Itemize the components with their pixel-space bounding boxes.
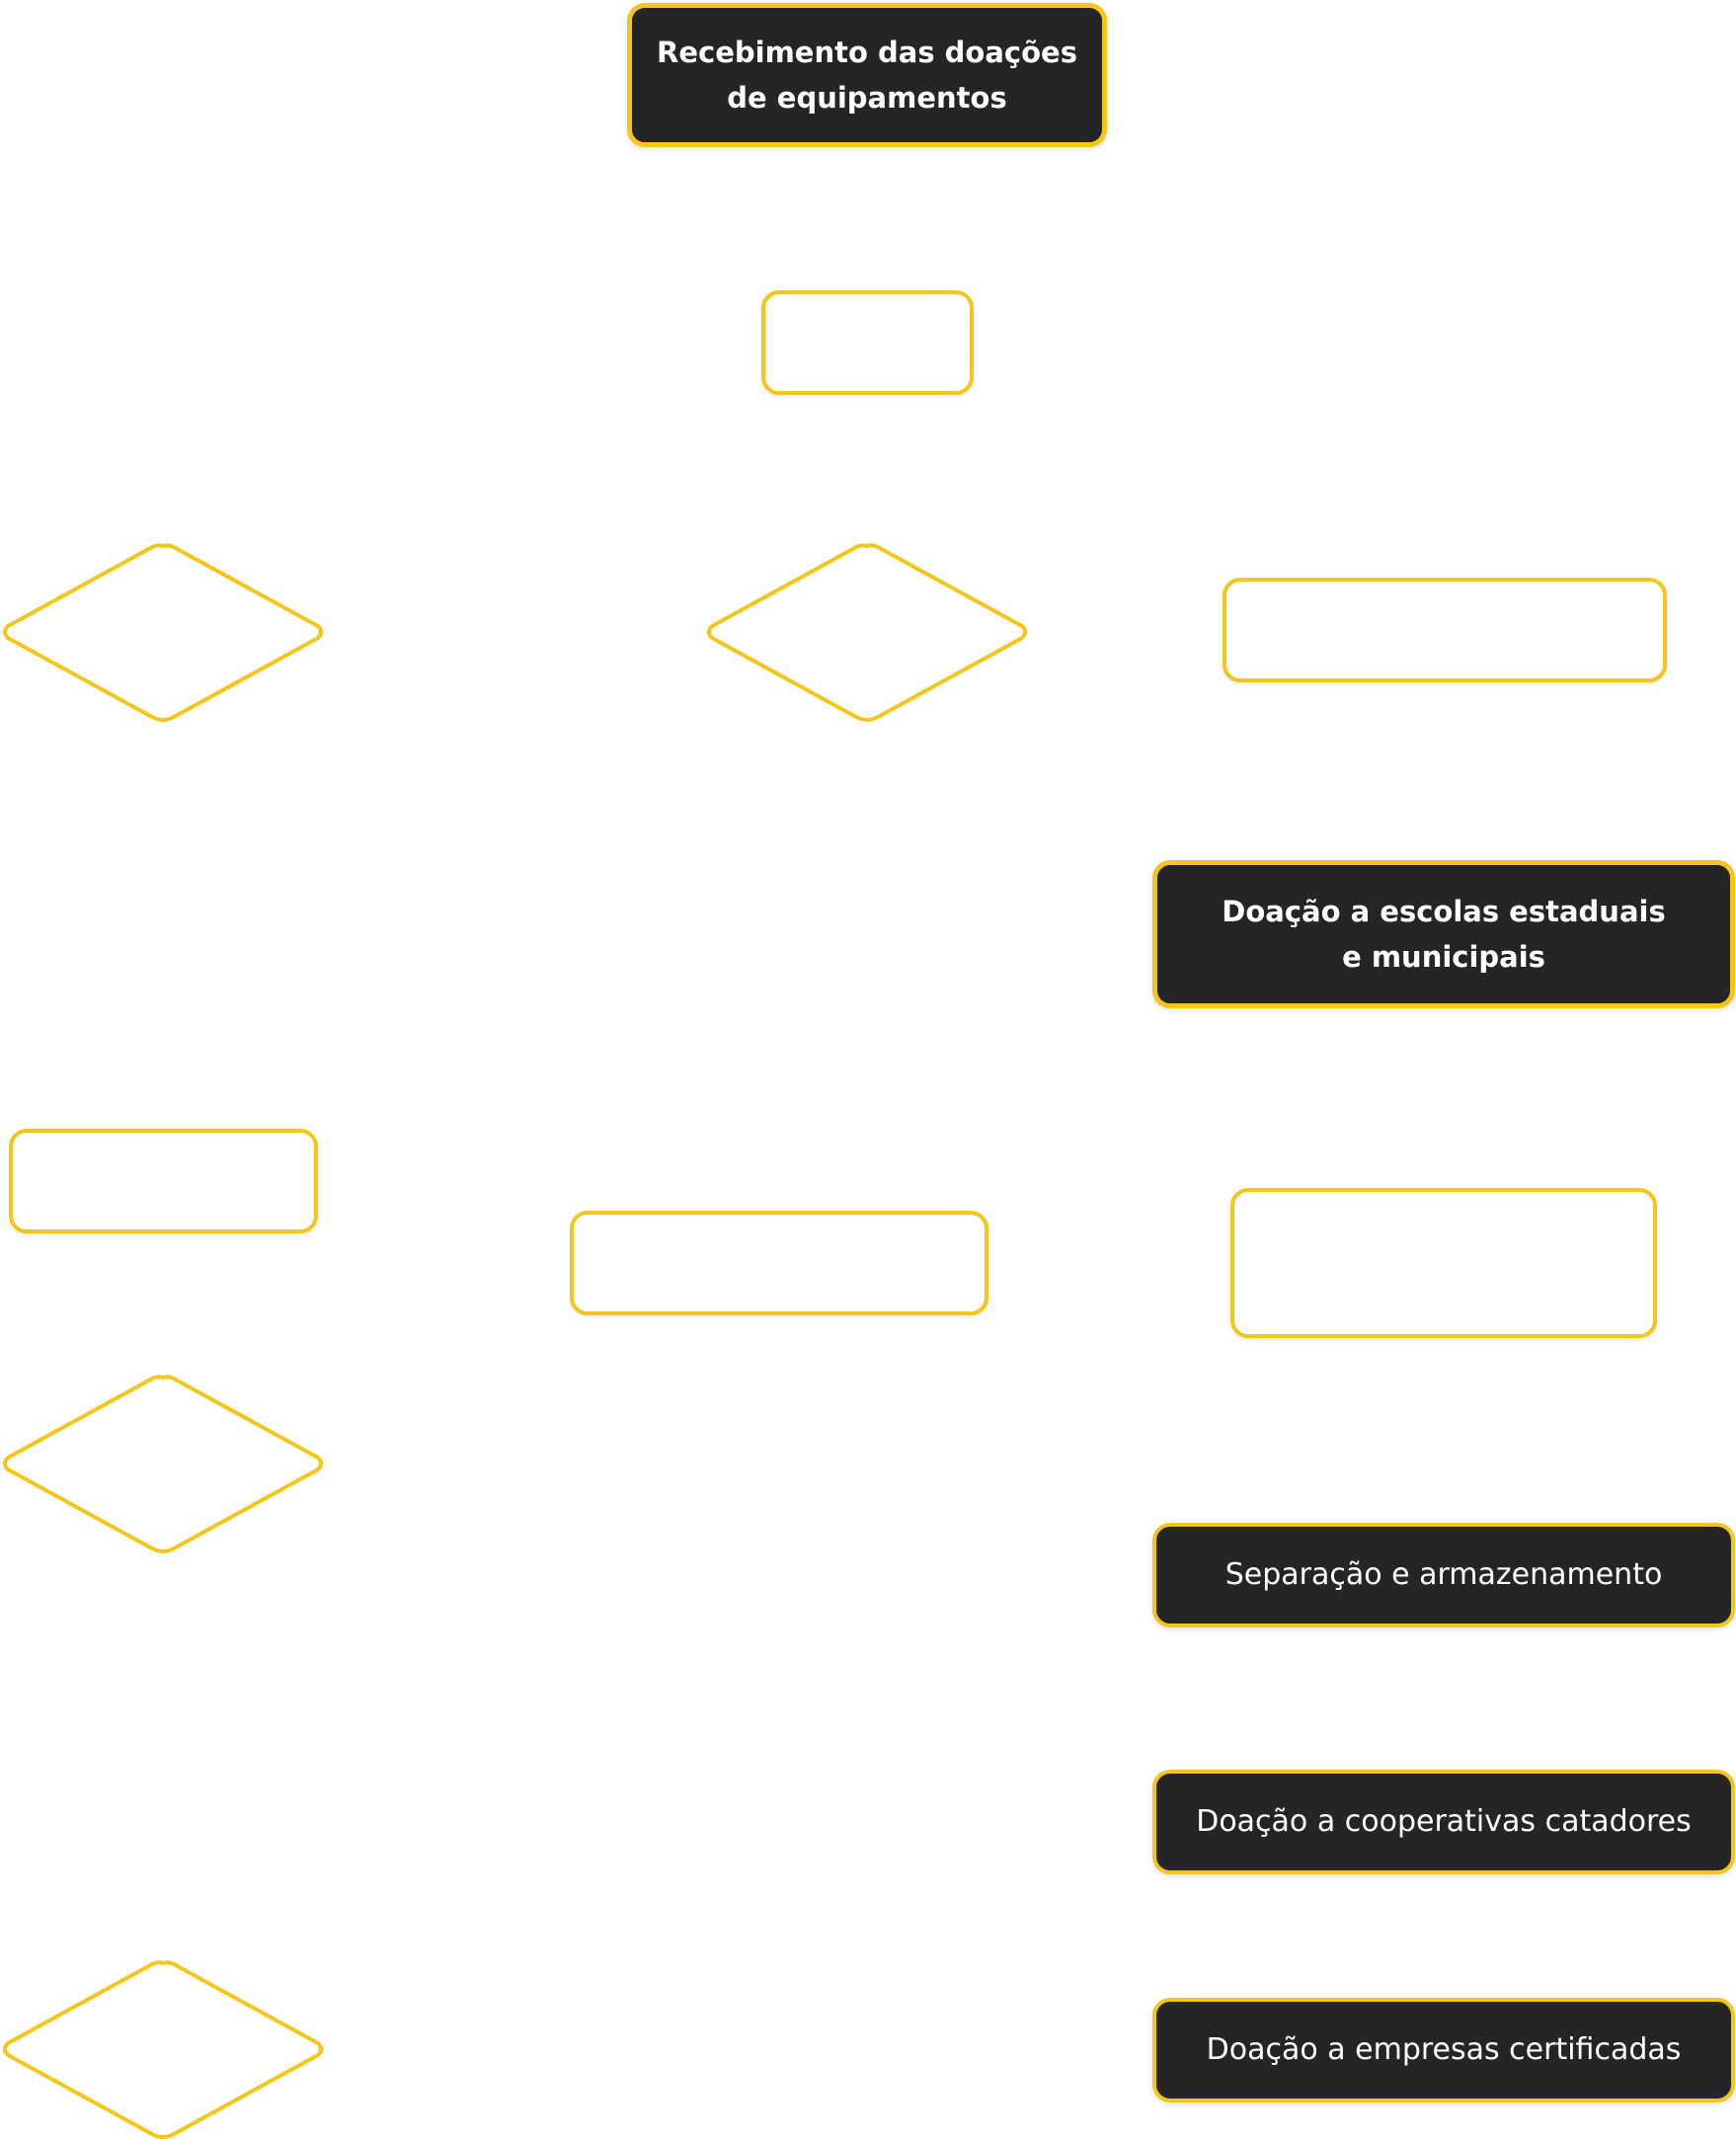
node-donation-cooperatives-label: Doação a cooperativas catadores bbox=[1196, 1804, 1692, 1839]
node-empty-step-2 bbox=[1223, 578, 1667, 682]
decision-diamond-center bbox=[707, 543, 1027, 722]
decision-diamond-left-3 bbox=[3, 1960, 323, 2139]
node-separation-storage-label: Separação e armazenamento bbox=[1224, 1557, 1663, 1592]
decision-diamond-left-2 bbox=[3, 1375, 323, 1553]
node-empty-step-4 bbox=[570, 1211, 988, 1315]
node-empty-step-5 bbox=[1230, 1188, 1657, 1338]
node-donation-cooperatives: Doação a cooperativas catadores bbox=[1152, 1770, 1735, 1874]
node-donation-companies: Doação a empresas certificadas bbox=[1152, 1998, 1735, 2102]
node-empty-step-1 bbox=[761, 290, 974, 395]
node-empty-step-3 bbox=[9, 1129, 318, 1233]
node-separation-storage: Separação e armazenamento bbox=[1152, 1523, 1735, 1627]
node-donation-schools: Doação a escolas estaduais e municipais bbox=[1152, 860, 1735, 1008]
decision-diamond-left-1 bbox=[3, 543, 323, 722]
node-receiving-donations-label: Recebimento das doações de equipamentos bbox=[657, 36, 1077, 115]
node-donation-companies-label: Doação a empresas certificadas bbox=[1206, 2032, 1682, 2067]
node-receiving-donations: Recebimento das doações de equipamentos bbox=[627, 3, 1107, 147]
node-donation-schools-label: Doação a escolas estaduais e municipais bbox=[1222, 895, 1666, 974]
